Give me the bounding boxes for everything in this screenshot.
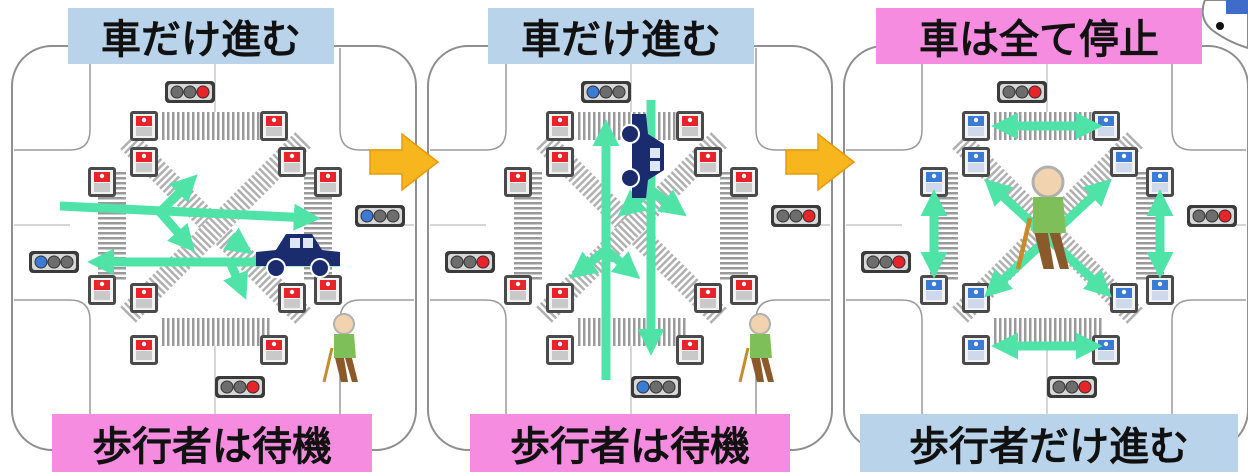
- flow-arrow: [222, 227, 253, 255]
- traffic-signal-icon: [1187, 205, 1237, 227]
- pedestrian-signal-icon: [920, 275, 948, 305]
- panel-3-flow-arrows: [920, 112, 1174, 360]
- flow-arrow: [603, 246, 641, 279]
- pedestrian-signal-icon: [676, 335, 704, 365]
- traffic-signal-icon: [997, 81, 1047, 103]
- pedestrian-signal-icon: [546, 283, 574, 313]
- mascot-corner-icon: [1201, 0, 1248, 50]
- pedestrian-signal-icon: [1146, 167, 1174, 197]
- pedestrian-signal-icon: [130, 147, 158, 177]
- pedestrian-signal-icon: [504, 275, 532, 305]
- traffic-signal-icon: [1047, 376, 1097, 398]
- pedestrian-signal-icon: [278, 147, 306, 177]
- traffic-signal-icon: [215, 376, 265, 398]
- car-icon: [620, 114, 664, 198]
- traffic-signal-icon: [29, 251, 79, 273]
- car-icon: [256, 234, 340, 278]
- flow-arrow: [59, 201, 321, 231]
- pedestrian-signal-icon: [1110, 283, 1138, 313]
- pedestrian-signal-icon: [88, 167, 116, 197]
- pedestrian-signal-icon: [730, 167, 758, 197]
- pedestrian-signal-icon: [130, 111, 158, 141]
- transition-arrow-icon: [785, 132, 856, 192]
- pedestrian-signal-icon: [130, 283, 158, 313]
- traffic-signal-icon: [631, 376, 681, 398]
- curb: [14, 299, 91, 448]
- panel-3-bottom-label: 歩行者だけ進む: [860, 414, 1238, 472]
- flow-arrow: [648, 186, 687, 217]
- elderly-pedestrian-icon: [322, 313, 358, 383]
- pedestrian-signal-icon: [278, 283, 306, 313]
- pedestrian-signal-icon: [546, 335, 574, 365]
- pedestrian-signal-icon: [260, 335, 288, 365]
- flow-arrow: [223, 260, 249, 300]
- traffic-signal-icon: [861, 251, 911, 273]
- crosswalk: [576, 318, 686, 346]
- panel-2-top-label: 車だけ進む: [488, 8, 754, 64]
- pedestrian-signal-icon: [694, 147, 722, 177]
- pedestrian-signal-icon: [962, 283, 990, 313]
- pedestrian-signal-icon: [1110, 147, 1138, 177]
- pedestrian-signal-icon: [88, 275, 116, 305]
- elderly-pedestrian-icon: [1015, 165, 1069, 270]
- traffic-signal-icon: [445, 251, 495, 273]
- flow-arrow: [156, 174, 198, 216]
- crosswalk: [160, 112, 270, 140]
- pedestrian-signal-icon: [130, 335, 158, 365]
- curb: [430, 48, 507, 151]
- pedestrian-signal-icon: [962, 335, 990, 365]
- pedestrian-signal-icon: [314, 167, 342, 197]
- traffic-signal-icon: [355, 205, 405, 227]
- transition-arrow-icon: [369, 132, 440, 192]
- flow-arrow: [617, 186, 654, 217]
- panel-3-top-label: 車は全て停止: [876, 8, 1202, 64]
- panel-2-intersection: [427, 45, 833, 451]
- traffic-signal-icon: [581, 81, 631, 103]
- pedestrian-signal-icon: [962, 147, 990, 177]
- panel-2-bottom-label: 歩行者は待機: [470, 414, 790, 472]
- panel-2-flow-arrows: [569, 100, 774, 383]
- pedestrian-signal-icon: [546, 147, 574, 177]
- pedestrian-signal-icon: [260, 111, 288, 141]
- elderly-pedestrian-icon: [738, 313, 774, 383]
- curb: [14, 48, 91, 151]
- pedestrian-signal-icon: [962, 111, 990, 141]
- curb: [846, 299, 923, 448]
- pedestrian-signal-icon: [1092, 335, 1120, 365]
- pedestrian-signal-icon: [730, 275, 758, 305]
- panel-1-top-label: 車だけ進む: [68, 8, 334, 64]
- curb: [755, 48, 830, 151]
- curb: [339, 48, 414, 151]
- traffic-signal-icon: [165, 81, 215, 103]
- pedestrian-signal-icon: [314, 275, 342, 305]
- pedestrian-signal-icon: [676, 111, 704, 141]
- pedestrian-signal-icon: [694, 283, 722, 313]
- pedestrian-signal-icon: [504, 167, 532, 197]
- panel-1-flow-arrows: [59, 174, 358, 383]
- panel-1-bottom-label: 歩行者は待機: [52, 414, 372, 472]
- curb: [846, 48, 923, 151]
- flow-arrow: [569, 246, 609, 279]
- pedestrian-signal-icon: [1092, 111, 1120, 141]
- flow-arrow: [156, 209, 196, 253]
- curb: [430, 299, 507, 448]
- panel-1-intersection: [11, 45, 417, 451]
- pedestrian-signal-icon: [1146, 275, 1174, 305]
- pedestrian-signal-icon: [920, 167, 948, 197]
- pedestrian-signal-icon: [546, 111, 574, 141]
- crosswalk: [160, 318, 270, 346]
- curb: [1171, 299, 1246, 448]
- traffic-signal-icon: [771, 205, 821, 227]
- curb: [1171, 48, 1246, 151]
